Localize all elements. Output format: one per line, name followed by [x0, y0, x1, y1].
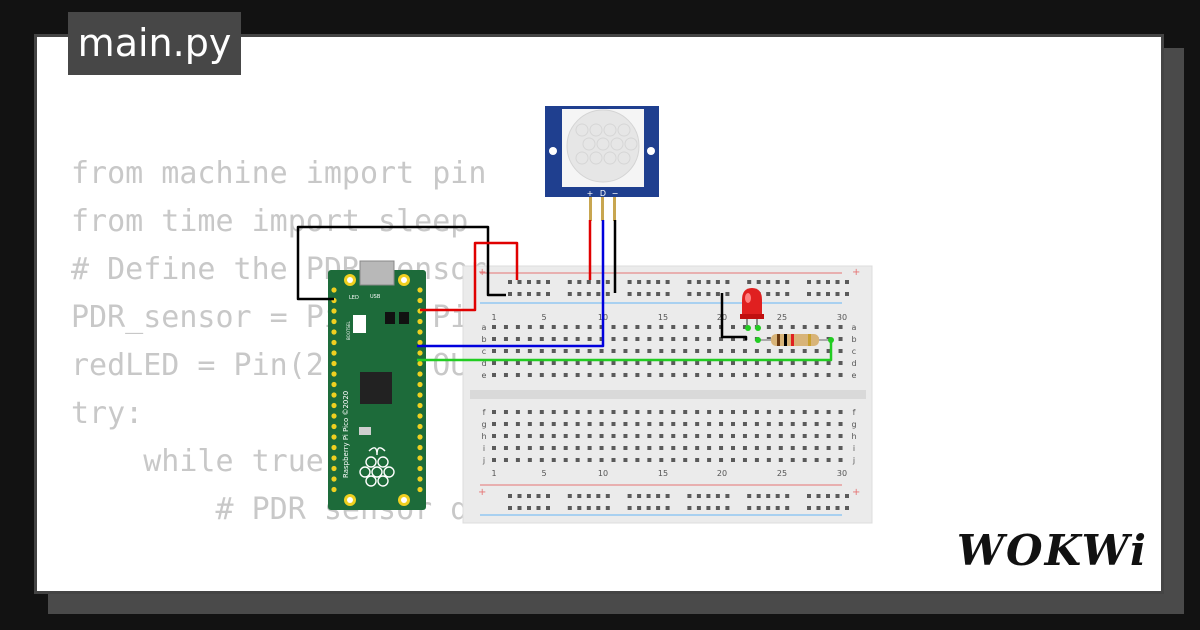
row-letter: d	[481, 359, 486, 368]
wire-black-led-gnd	[720, 293, 748, 340]
row-letter: i	[853, 444, 855, 453]
rail-holes	[508, 280, 849, 510]
pir-pin-label: −	[612, 189, 619, 198]
rp2040-chip	[360, 372, 392, 404]
row-letter: b	[851, 335, 856, 344]
column-number: 5	[541, 313, 546, 322]
row-letter: h	[851, 432, 856, 441]
code-line: from time import sleep	[71, 204, 469, 239]
column-number: 1	[491, 469, 496, 478]
column-number: 15	[658, 313, 668, 322]
pir-pin-label: +	[587, 189, 594, 198]
wire-red-power	[420, 241, 519, 312]
silk-bootsel-label: BOOTSEL	[346, 321, 351, 340]
wire-black-gnd	[296, 225, 506, 301]
code-line: from machine import pin	[71, 156, 487, 191]
pir-pin-label: D	[600, 189, 606, 198]
row-letter: f	[853, 408, 856, 417]
row-letter: c	[482, 347, 486, 356]
rail-plus-label: +	[478, 487, 486, 498]
column-number: 20	[717, 469, 727, 478]
row-letter: e	[482, 371, 487, 380]
pico-board[interactable]: LED USB BOOTSEL Raspberry Pi Pico ©2020	[328, 260, 426, 510]
column-number: 10	[598, 469, 608, 478]
column-number: 30	[837, 313, 847, 322]
rail-plus-label: +	[852, 487, 860, 498]
bootsel-button[interactable]	[353, 315, 366, 333]
row-letter: j	[482, 456, 485, 465]
row-letter: b	[481, 335, 486, 344]
silk-led-label: LED	[349, 295, 359, 301]
row-letter: a	[852, 323, 857, 332]
column-number: 15	[658, 469, 668, 478]
row-letter: g	[481, 420, 486, 429]
row-letter: i	[483, 444, 485, 453]
row-letter: e	[852, 371, 857, 380]
column-number: 25	[777, 469, 787, 478]
code-line: while true:	[71, 444, 342, 479]
wokwi-logo[interactable]: WOKWi	[956, 526, 1148, 575]
silk-usb-label: USB	[370, 294, 381, 300]
column-number: 25	[777, 313, 787, 322]
rail-plus-label: +	[852, 267, 860, 278]
rail-plus-label: +	[478, 267, 486, 278]
wire-blue-signal	[417, 220, 605, 348]
pir-dome	[575, 123, 638, 165]
usb-connector	[359, 260, 395, 286]
breadboard[interactable]: + + + + 1 5 10 15 20 25 30 1 5 10 15 20 …	[462, 265, 873, 524]
silk-board-name: Raspberry Pi Pico ©2020	[342, 391, 350, 478]
row-letter: f	[483, 408, 486, 417]
column-number: 5	[541, 469, 546, 478]
row-letter: c	[852, 347, 856, 356]
file-tab[interactable]: main.py	[68, 12, 241, 75]
row-letter: j	[852, 456, 855, 465]
pir-motion-sensor[interactable]: + D −	[545, 106, 659, 221]
column-number: 1	[491, 313, 496, 322]
row-letter: g	[851, 420, 856, 429]
row-letter: d	[851, 359, 856, 368]
center-channel	[470, 390, 866, 399]
resistor[interactable]	[758, 334, 832, 346]
row-letter: h	[481, 432, 486, 441]
pico-pins	[331, 287, 423, 493]
column-number: 30	[837, 469, 847, 478]
code-line: try:	[71, 396, 144, 431]
row-letter: a	[482, 323, 487, 332]
raspberry-logo	[359, 447, 395, 487]
wires[interactable]	[296, 220, 834, 362]
wire-green-led	[417, 342, 833, 362]
